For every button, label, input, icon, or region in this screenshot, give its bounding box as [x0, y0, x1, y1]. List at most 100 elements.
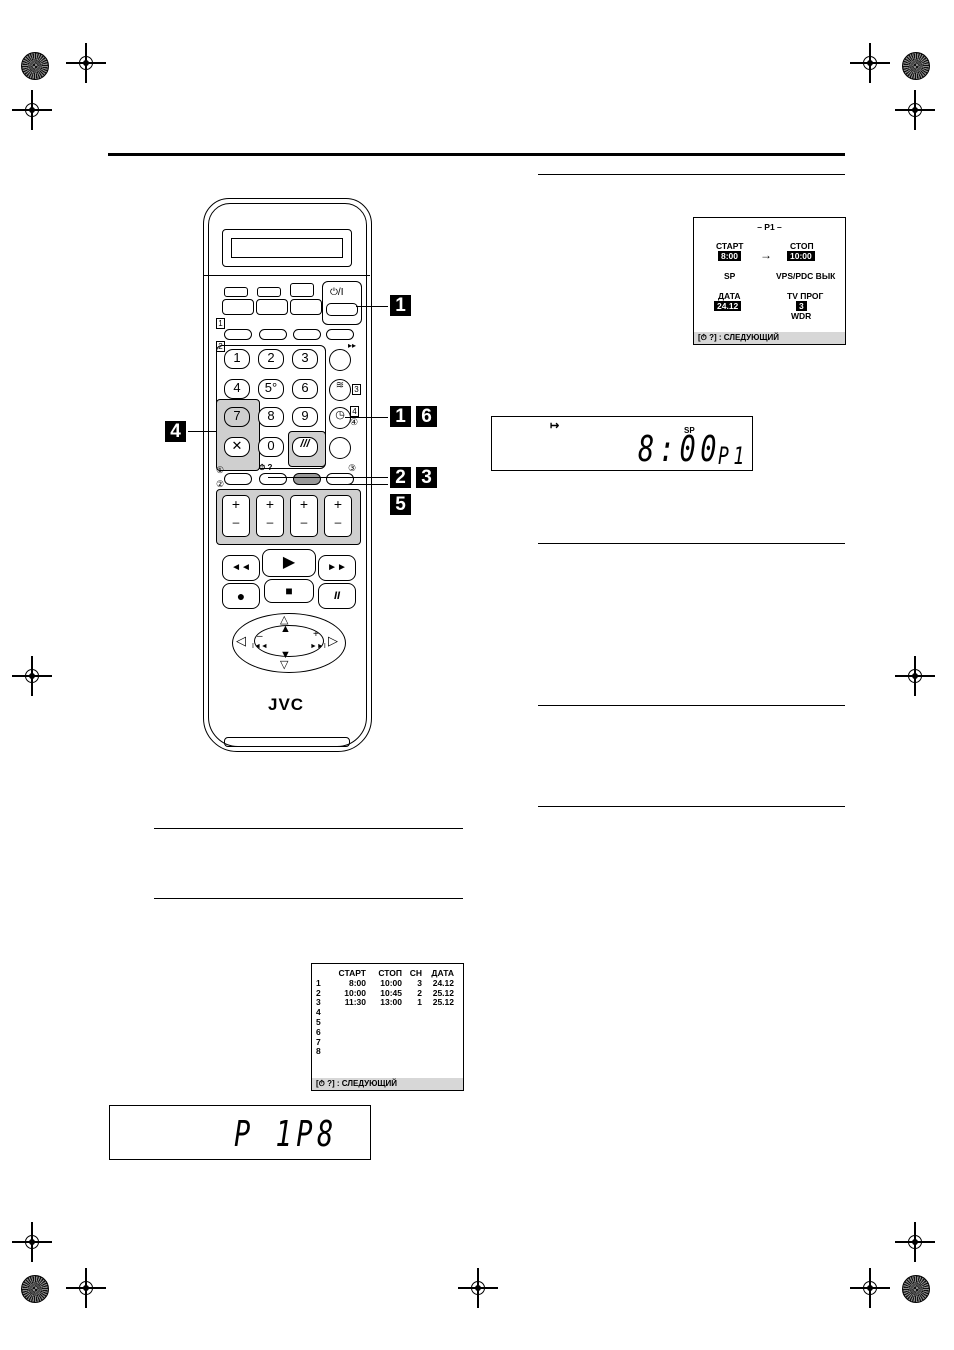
step-callout: 3: [416, 467, 437, 488]
record-button[interactable]: ●: [222, 583, 260, 609]
wifi-key[interactable]: ≋: [329, 379, 351, 401]
extra-value: WDR: [791, 311, 812, 321]
remote-bottom-bar: [224, 737, 350, 747]
round-key[interactable]: [329, 437, 351, 459]
stop-button[interactable]: ■: [264, 579, 314, 603]
date-label: ДАТА: [718, 291, 741, 301]
step-callout: 1: [390, 406, 411, 427]
step-callout: 1: [390, 295, 411, 316]
brand-logo: JVC: [268, 695, 305, 714]
plus-minus-key[interactable]: +–: [324, 495, 352, 537]
mode-button[interactable]: [224, 473, 252, 485]
stop-label: СТОП: [790, 241, 814, 251]
rewind-button[interactable]: ◄◄: [222, 555, 260, 581]
registration-mark: [850, 43, 890, 83]
timer-indicator-icon: ↦: [550, 420, 560, 432]
nav-down-fill-icon: ▼: [280, 649, 291, 661]
registration-mark: [66, 1268, 106, 1308]
timer-mark: ⏱ ?: [259, 463, 273, 472]
mode-button[interactable]: [259, 473, 287, 485]
section-rule: [538, 174, 845, 175]
key-7[interactable]: 7: [224, 407, 250, 427]
step-callout: 5: [390, 494, 411, 515]
nav-pad[interactable]: [232, 613, 346, 673]
stop-value: 10:00: [787, 251, 815, 261]
nav-down-icon[interactable]: ▽: [280, 659, 289, 671]
section-rule: [538, 705, 845, 706]
key-1[interactable]: 1: [224, 349, 250, 369]
power-button[interactable]: [326, 303, 358, 316]
pause-button[interactable]: II: [318, 583, 356, 609]
start-value: 8:00: [718, 251, 742, 261]
nav-minus: –: [257, 631, 263, 642]
key-4[interactable]: 4: [224, 379, 250, 399]
remote-small-button[interactable]: [257, 287, 281, 297]
key-2[interactable]: 2: [258, 349, 284, 369]
key-8[interactable]: 8: [258, 407, 284, 427]
remote-wide-button[interactable]: [222, 299, 254, 315]
registration-mark: [12, 656, 52, 696]
power-area: [322, 281, 362, 325]
remote-small-button[interactable]: [224, 287, 248, 297]
remote-wide-button[interactable]: [256, 299, 288, 315]
section-rule: [154, 828, 463, 829]
leader-line: [188, 431, 216, 432]
mode-button[interactable]: [293, 473, 321, 485]
vcr-display-bottom: P 1P8: [109, 1105, 371, 1160]
vcr-display-top: ↦ SP 8:00 P1: [491, 416, 753, 471]
table-row: 6: [316, 1026, 321, 1037]
plus-minus-key[interactable]: +–: [222, 495, 250, 537]
plus-minus-key[interactable]: +–: [290, 495, 318, 537]
table-row: 8: [316, 1046, 321, 1057]
function-button[interactable]: [259, 329, 287, 340]
box-mark-3: 3: [352, 384, 361, 395]
date-value: 24.12: [714, 301, 742, 311]
remote-wide-button[interactable]: [290, 299, 322, 315]
ff-small-icon: ▸▸: [348, 341, 357, 350]
round-key[interactable]: [329, 349, 351, 371]
start-label: СТАРТ: [716, 241, 744, 251]
color-disc-mark: [21, 1275, 49, 1303]
step-callout: 6: [416, 406, 437, 427]
table-row: 7: [316, 1036, 321, 1047]
fast-forward-button[interactable]: ►►: [318, 555, 356, 581]
function-button[interactable]: [293, 329, 321, 340]
function-button[interactable]: [326, 329, 354, 340]
remote-small-button[interactable]: [290, 283, 314, 297]
leader-line: [335, 484, 388, 485]
osd-title: – P1 –: [757, 222, 782, 232]
color-disc-mark: [21, 52, 49, 80]
timer-key[interactable]: ◷: [329, 407, 351, 429]
key-3[interactable]: 3: [292, 349, 318, 369]
circ-mark-2: ②: [216, 479, 225, 489]
nav-plus: +: [313, 629, 319, 640]
key-9[interactable]: 9: [292, 407, 318, 427]
tv-prog-value: 3: [796, 301, 807, 311]
circ-mark-3: ③: [348, 463, 357, 473]
osd-footer: [⏱ ?] : СЛЕДУЮЩИЙ: [694, 332, 845, 344]
registration-mark: [895, 1222, 935, 1262]
cancel-key[interactable]: ✕: [224, 437, 250, 457]
slash-key[interactable]: ///: [292, 437, 318, 457]
registration-mark: [12, 1222, 52, 1262]
header-rule: [108, 153, 845, 156]
key-0[interactable]: 0: [258, 437, 284, 457]
nav-left-icon[interactable]: ◁: [236, 633, 246, 648]
section-rule: [538, 806, 845, 807]
osd-program-screen: – P1 – СТАРТ 8:00 → СТОП 10:00 SP VPS/PD…: [693, 217, 846, 345]
registration-mark: [850, 1268, 890, 1308]
function-button[interactable]: [224, 329, 252, 340]
key-5[interactable]: 5°: [258, 379, 284, 399]
play-button[interactable]: ▶: [262, 549, 316, 577]
registration-mark: [895, 90, 935, 130]
nav-right-icon[interactable]: ▷: [328, 633, 338, 648]
nav-up-icon[interactable]: △: [280, 614, 289, 626]
osd-footer: [⏱ ?] : СЛЕДУЮЩИЙ: [312, 1078, 463, 1090]
key-6[interactable]: 6: [292, 379, 318, 399]
box-mark-4: 4: [350, 406, 359, 417]
lcd-speed: SP: [684, 426, 695, 435]
plus-minus-key[interactable]: +–: [256, 495, 284, 537]
